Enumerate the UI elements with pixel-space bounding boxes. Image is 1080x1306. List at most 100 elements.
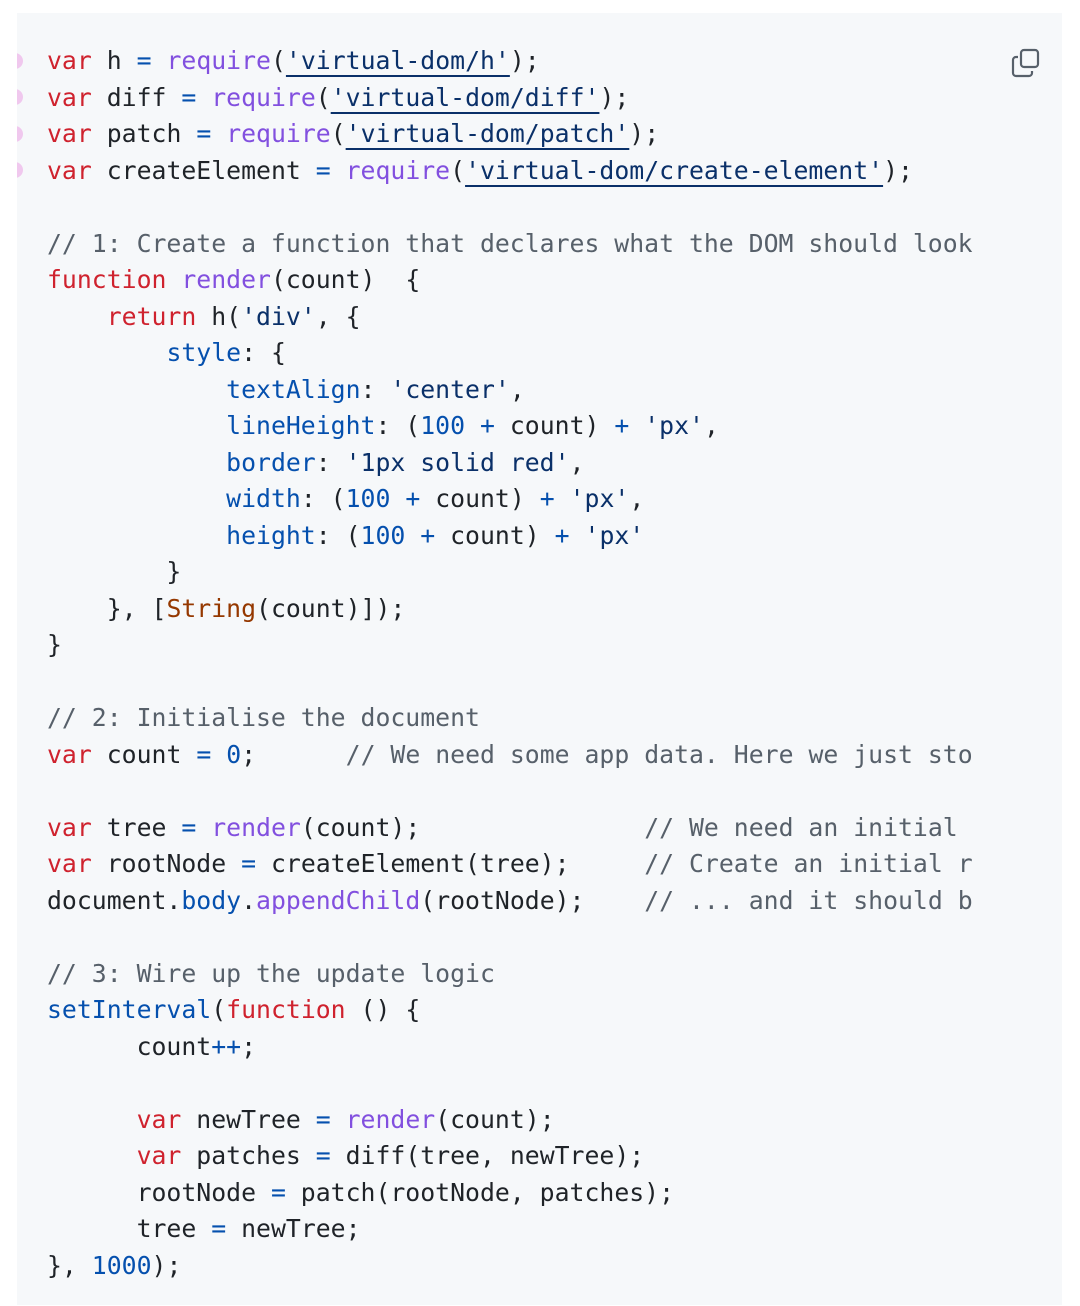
code-line: style: { [47,335,982,372]
code-token: 100 [345,484,391,513]
code-token: () { [345,995,421,1024]
code-token: count) [494,411,615,440]
code-token: ++ [211,1031,242,1061]
code-token: newTree [181,1104,316,1134]
code-token: , [509,374,525,404]
copy-button[interactable] [1004,41,1048,85]
code-token: var [47,849,92,878]
code-token: = [136,46,152,75]
code-token [47,521,226,550]
code-token: 'div' [241,301,316,331]
code-line: }, 1000); [47,1248,982,1285]
code-line: }, [String(count)]); [47,591,982,628]
code-token: + [405,484,421,513]
code-token: }, [ [47,593,167,623]
code-token [47,338,166,367]
code-token: : [315,447,346,477]
code-token: render [211,812,301,842]
code-line: var count = 0; // We need some app data.… [47,737,982,774]
code-token: ( [330,119,346,148]
code-token [390,484,405,513]
code-token: } [47,557,182,586]
code-token: = [241,849,257,878]
code-token: + [614,411,630,440]
code-token: : [360,374,391,404]
code-token: . [241,885,257,915]
code-token [405,521,420,550]
code-token: }, [47,1250,92,1280]
code-token [47,1105,137,1134]
code-token: // 2: Initialise the document [47,703,480,732]
code-token: , [629,484,645,513]
code-token: require [166,46,271,75]
code-block: var h = require('virtual-dom/h'); var dif… [17,13,1062,1305]
code-line: var newTree = render(count); [47,1102,982,1139]
code-token: width [226,484,301,513]
code-view[interactable]: var h = require('virtual-dom/h'); var dif… [47,43,982,1284]
code-token: 'center' [390,374,510,404]
code-token: 'virtual-dom/patch' [345,119,630,148]
code-line: rootNode = patch(rootNode, patches); [47,1175,982,1212]
code-token: require [226,119,331,148]
code-token: var [47,155,92,185]
code-token: tree [47,1214,212,1243]
code-line: lineHeight: (100 + count) + 'px', [47,408,982,445]
code-token: 0 [226,739,242,769]
code-token: + [539,484,555,513]
code-token: = [211,1214,227,1243]
code-token: 'virtual-dom/create-element' [465,155,884,185]
code-token [196,83,211,112]
code-token [47,411,226,440]
code-line: var h = require('virtual-dom/h'); [47,43,982,80]
code-line: var patch = require('virtual-dom/patch')… [47,116,982,153]
code-token: lineHeight [226,411,376,440]
code-token: 'px' [644,411,704,440]
code-token: , [703,411,719,440]
code-line [47,773,982,810]
code-token [570,521,585,550]
code-token [555,484,570,513]
code-token: ); [629,119,660,148]
code-token: count [47,1031,212,1061]
code-token: // We need some app data. Here we just s… [345,739,973,769]
code-line: height: (100 + count) + 'px' [47,518,982,555]
code-token: = [315,1141,331,1170]
code-token: rootNode [91,849,242,878]
code-line: var patches = diff(tree, newTree); [47,1138,982,1175]
code-token: (count) { [270,265,421,294]
code-token: = [196,739,212,769]
code-token: 'virtual-dom/diff' [330,82,600,112]
code-token: (rootNode); [420,885,645,915]
copy-icon [1011,48,1040,78]
code-token: , [569,447,585,477]
code-token [331,1105,346,1134]
code-token: require [211,82,316,112]
code-token: (count); [300,812,645,842]
code-token: 100 [420,411,466,440]
code-token: ); [509,46,540,75]
code-line: function render(count) { [47,262,982,299]
code-token: // Create an initial r [644,849,973,878]
code-token: diff [91,82,182,112]
code-token [331,156,346,185]
code-token: setInterval [47,995,212,1024]
code-token: , { [315,301,361,331]
line-marker [17,53,23,69]
code-token: // We need an initial [644,812,958,842]
code-token: ; [241,1031,257,1061]
code-token: ( [270,46,286,75]
code-token: ( [211,995,227,1024]
code-token: count) [435,520,555,550]
code-token: diff(tree, newTree); [330,1141,645,1170]
code-token: render [345,1104,436,1134]
code-token: tree [91,812,182,842]
code-token [211,740,226,769]
code-token: 1000 [91,1250,152,1280]
code-token [196,813,211,842]
code-token: ( [315,82,331,112]
code-line: // 2: Initialise the document [47,700,982,737]
code-token: ); [151,1250,182,1280]
code-token [211,119,226,148]
code-line: count++; [47,1029,982,1066]
code-token: ); [599,82,630,112]
